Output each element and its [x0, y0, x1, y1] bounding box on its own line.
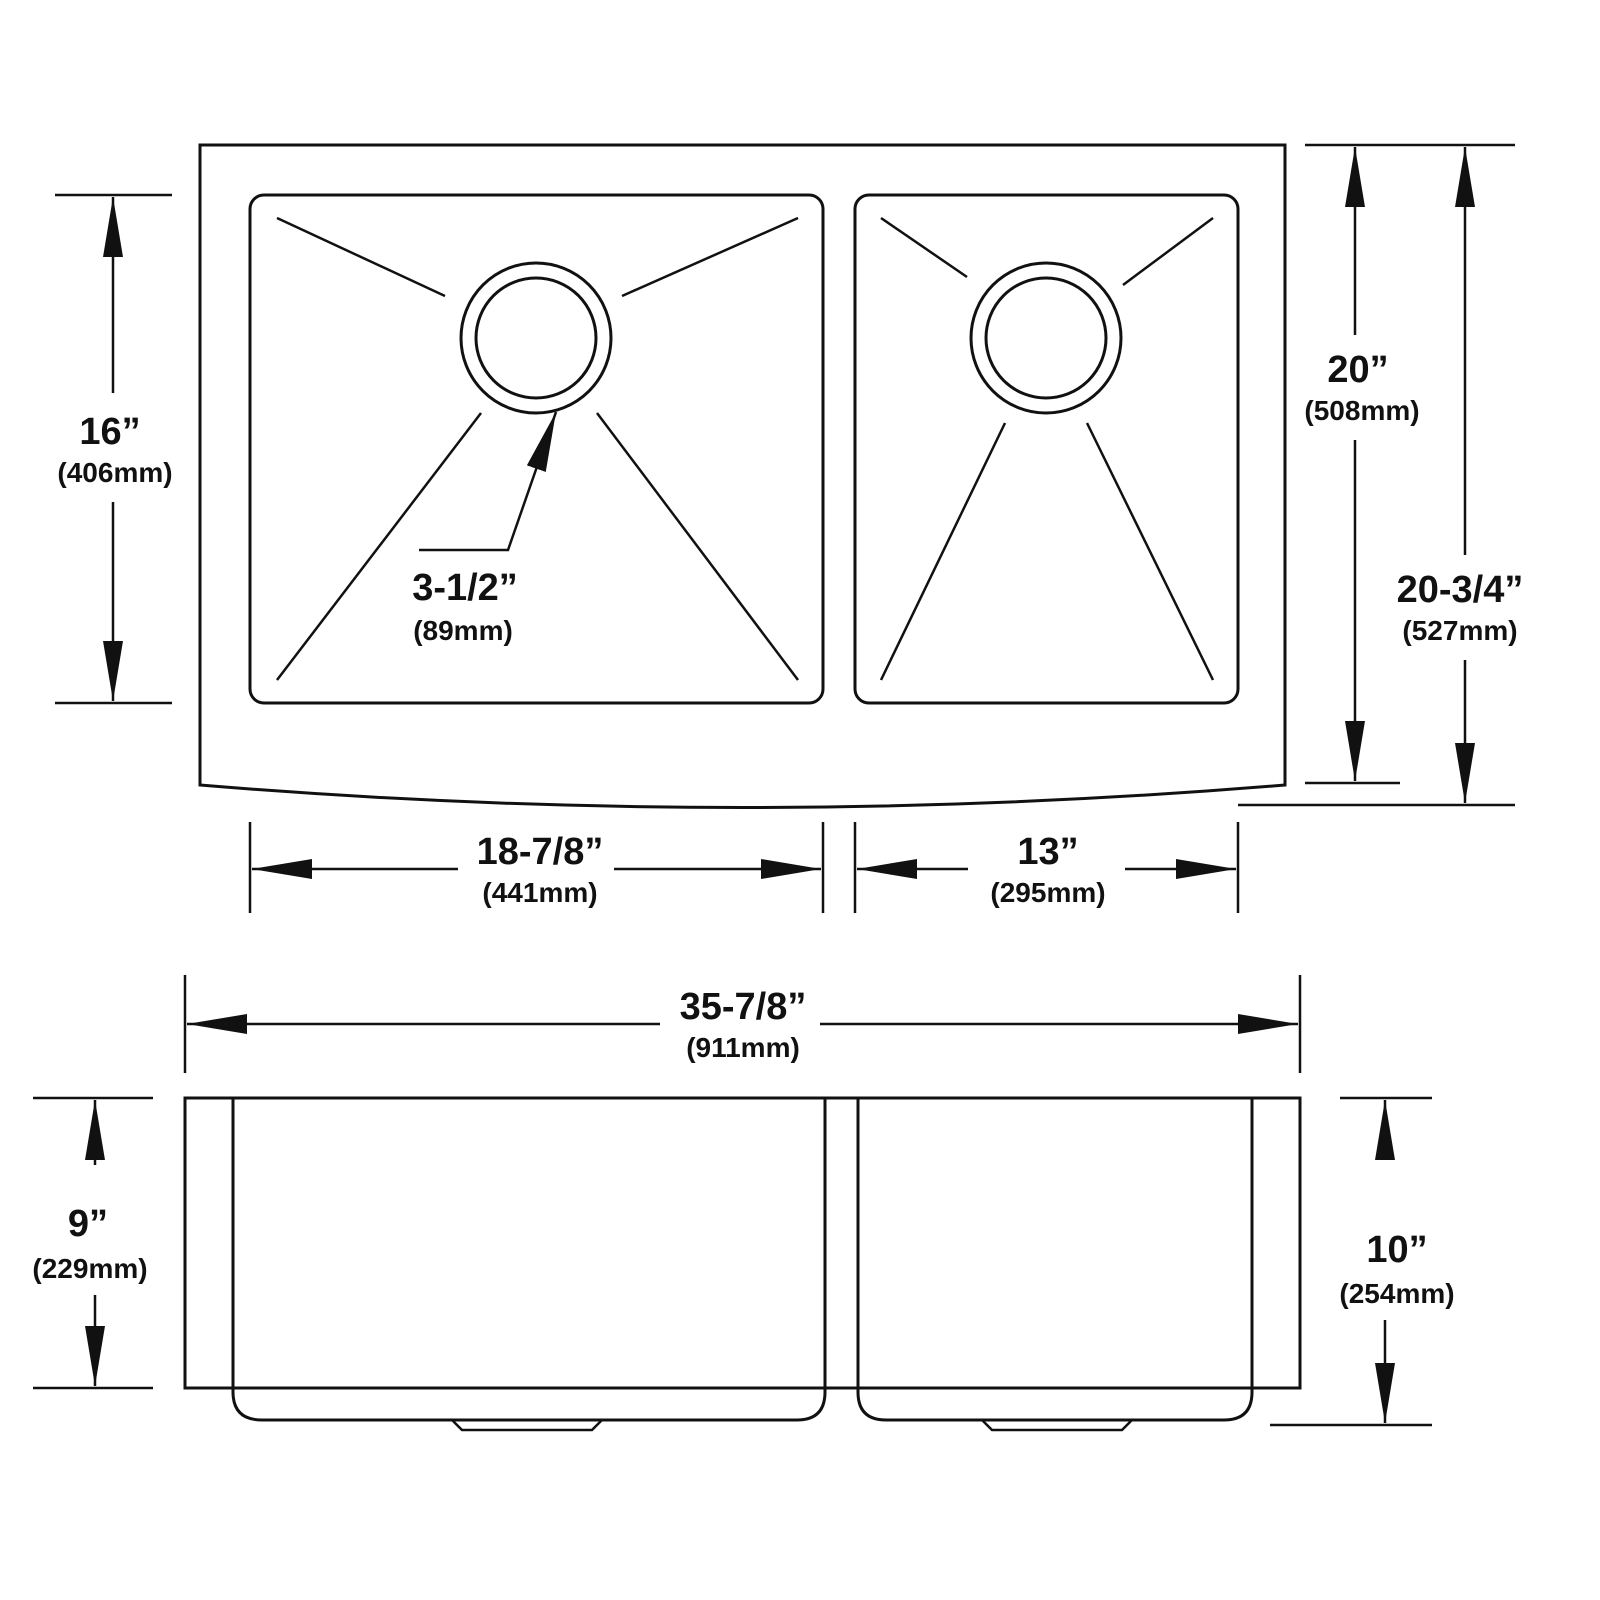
overall-width-inch: 35-7/8” — [680, 986, 807, 1028]
right-bowl — [853, 193, 1240, 705]
left-bowl-profile — [231, 1098, 827, 1422]
right-bowl-width-inch: 13” — [1017, 831, 1078, 873]
front-view: 35-7/8” (911mm) 9” (229mm) 10” (254mm) — [32, 975, 1455, 1432]
right-drain-inner — [984, 276, 1108, 400]
right-bowl-slope-lines — [879, 216, 1215, 681]
left-drain-outer — [459, 261, 613, 415]
bowl-height-mm: (254mm) — [1339, 1278, 1454, 1309]
left-drain-inner — [474, 276, 598, 400]
right-drain-outer — [969, 261, 1123, 415]
drain-leader — [419, 411, 558, 552]
apron-height-mm: (229mm) — [32, 1253, 147, 1284]
sink-outline — [198, 143, 1287, 809]
overall-depth-inch: 20” — [1327, 349, 1388, 391]
top-view: 3-1/2” (89mm) 16” (406mm) 20” (508mm) 20… — [55, 143, 1524, 913]
left-bowl-slope-lines — [276, 216, 799, 681]
left-bowl — [248, 193, 825, 705]
drain-diameter-inch: 3-1/2” — [412, 567, 518, 609]
overall-depth-apron-mm: (527mm) — [1402, 615, 1517, 646]
bowl-height-inch: 10” — [1366, 1229, 1427, 1271]
right-drain-profile — [981, 1419, 1133, 1432]
apron-front — [183, 1096, 1302, 1390]
overall-depth-mm: (508mm) — [1304, 395, 1419, 426]
right-bowl-profile — [856, 1098, 1254, 1422]
right-bowl-width-mm: (295mm) — [990, 877, 1105, 908]
overall-width-mm: (911mm) — [686, 1032, 800, 1063]
apron-height-inch: 9” — [68, 1203, 108, 1245]
bowl-depth-inch: 16” — [79, 411, 140, 453]
drain-diameter-mm: (89mm) — [413, 615, 513, 646]
left-bowl-width-mm: (441mm) — [482, 877, 597, 908]
overall-depth-apron-inch: 20-3/4” — [1397, 569, 1524, 611]
left-bowl-width-inch: 18-7/8” — [477, 831, 604, 873]
bowl-depth-mm: (406mm) — [57, 457, 172, 488]
left-drain-profile — [451, 1419, 603, 1432]
